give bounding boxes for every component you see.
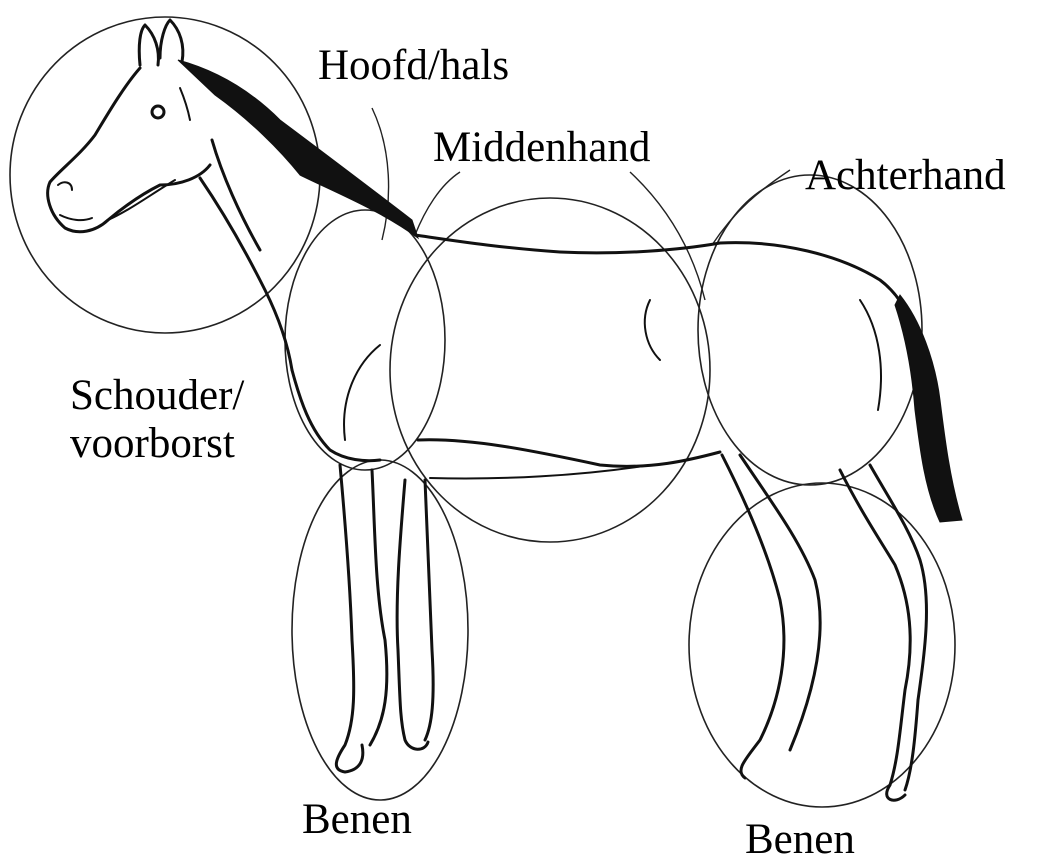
front-leg-near-back (370, 470, 387, 745)
neck-front (200, 178, 292, 370)
jaw (108, 180, 175, 220)
hind-leg-far (722, 455, 784, 778)
leader-middle-2 (630, 172, 705, 300)
leader-middle (415, 172, 460, 235)
region-legs-hind (689, 483, 955, 807)
label-legs-hind: Benen (745, 816, 855, 864)
tail (895, 295, 962, 522)
front-leg-near (336, 465, 362, 772)
label-head-neck: Hoofd/hals (318, 42, 509, 90)
label-shoulder: Schouder/ voorborst (70, 372, 244, 468)
region-hindquarters (698, 175, 922, 485)
front-leg-far (397, 480, 428, 749)
region-shoulder (285, 210, 445, 470)
ear-right (160, 20, 183, 62)
shoulder-muscle (344, 345, 380, 440)
front-leg-far-back (425, 480, 433, 740)
face-detail (180, 88, 190, 120)
label-middle: Middenhand (433, 124, 650, 172)
leader-head-neck (372, 108, 389, 240)
eye (152, 106, 164, 118)
region-legs-front (292, 460, 468, 800)
chest (292, 370, 380, 461)
hind-muscle (860, 300, 881, 410)
nostril (58, 182, 72, 190)
flank (645, 300, 660, 360)
ear-left (139, 25, 158, 65)
mouth (60, 215, 92, 220)
belly (418, 440, 720, 467)
head-outline (48, 68, 210, 232)
label-hindquarters: Achterhand (805, 152, 1006, 200)
hind-leg-near (840, 470, 910, 800)
label-legs-front: Benen (302, 796, 412, 844)
